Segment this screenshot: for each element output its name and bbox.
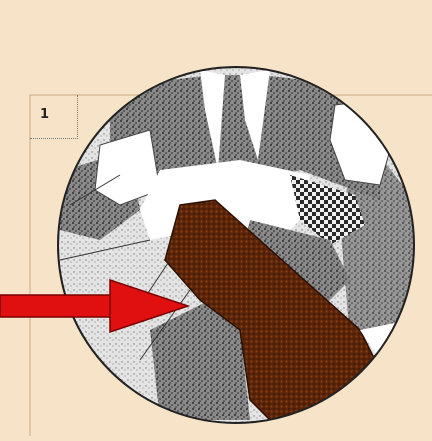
panel-label: 1 [30, 95, 78, 139]
cord-cross-section [58, 67, 414, 423]
